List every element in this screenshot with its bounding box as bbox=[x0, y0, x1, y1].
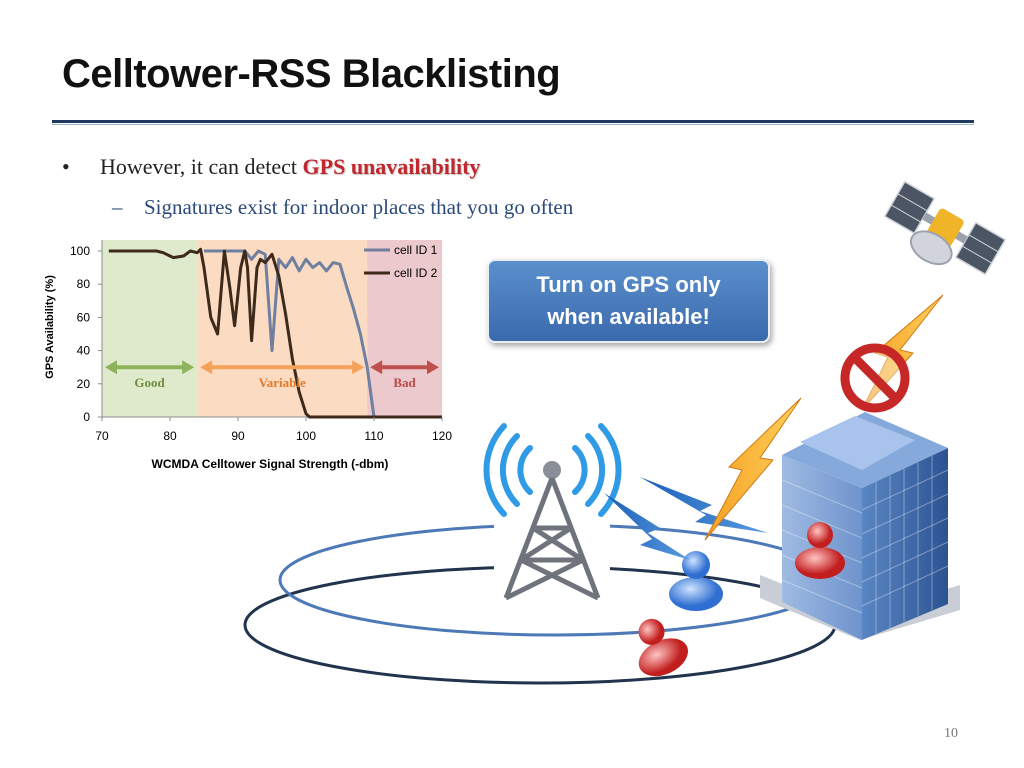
chart-legend: cell ID 1 cell ID 2 bbox=[364, 243, 438, 280]
x-tick-label: 120 bbox=[432, 429, 452, 443]
y-tick-label: 40 bbox=[77, 344, 91, 358]
region-label: Bad bbox=[393, 375, 416, 390]
legend-label: cell ID 1 bbox=[394, 243, 438, 257]
region-arrowhead bbox=[427, 360, 439, 375]
chart-series bbox=[108, 247, 442, 419]
region-band-good bbox=[102, 240, 198, 417]
no-signal-icon bbox=[840, 343, 910, 413]
region-arrowhead bbox=[105, 360, 117, 375]
x-axis-label: WCMDA Celltower Signal Strength (-dbm) bbox=[152, 457, 389, 471]
region-band-bad bbox=[367, 240, 442, 417]
region-label: Variable bbox=[259, 375, 306, 390]
bullet-text: However, it can detect bbox=[100, 154, 303, 179]
page-number: 10 bbox=[944, 726, 958, 741]
x-tick-label: 70 bbox=[95, 429, 109, 443]
x-tick-label: 110 bbox=[364, 429, 383, 443]
title-divider-shadow bbox=[52, 124, 974, 125]
region-arrows: Good Variable Bad bbox=[105, 360, 439, 390]
x-tick-label: 80 bbox=[163, 429, 177, 443]
satellite-icon bbox=[883, 180, 1007, 276]
sub-bullet-dash: – bbox=[112, 195, 123, 219]
region-band-variable bbox=[197, 240, 368, 417]
x-tick-label: 100 bbox=[296, 429, 316, 443]
user-red-icon bbox=[638, 618, 689, 677]
region-arrowhead bbox=[352, 360, 365, 375]
building-icon bbox=[760, 412, 960, 640]
cell-tower-icon bbox=[483, 420, 622, 610]
gps-callout-box: Turn on GPS only when available! bbox=[487, 259, 770, 343]
series-line-2 bbox=[108, 247, 442, 419]
user-blue-icon bbox=[669, 551, 723, 611]
y-tick-label: 60 bbox=[77, 310, 91, 324]
bullet-item: • However, it can detect GPS unavailabili… bbox=[62, 154, 480, 180]
y-tick-label: 80 bbox=[77, 277, 91, 291]
coverage-ring-inner bbox=[278, 523, 832, 637]
user-red-icon bbox=[795, 522, 845, 579]
chart-regions bbox=[102, 240, 442, 417]
callout-line-2: when available! bbox=[547, 304, 710, 329]
y-axis-label: GPS Availability (%) bbox=[44, 275, 56, 379]
chart-ticks: 70 80 90 100 110 120 0 20 40 60 80 100 bbox=[70, 244, 452, 443]
region-arrowhead bbox=[370, 360, 383, 375]
cell-signal-bolt-icon bbox=[604, 477, 768, 560]
region-label: Good bbox=[134, 375, 165, 390]
callout-line-1: Turn on GPS only bbox=[536, 272, 721, 297]
gps-availability-chart: Good Variable Bad 70 80 90 100 110 120 0 20 40 60 80… bbox=[44, 240, 452, 471]
legend-label: cell ID 2 bbox=[394, 266, 438, 280]
series-line-1 bbox=[204, 249, 442, 419]
coverage-ring-outer bbox=[243, 565, 837, 685]
bullet-dot: • bbox=[62, 154, 70, 179]
region-arrowhead bbox=[182, 360, 195, 375]
y-tick-label: 0 bbox=[83, 410, 90, 424]
sub-bullet-text: Signatures exist for indoor places that … bbox=[144, 195, 574, 219]
region-arrowhead bbox=[200, 360, 213, 375]
title-divider bbox=[52, 120, 974, 123]
slide-title: Celltower-RSS Blacklisting bbox=[62, 52, 561, 96]
y-tick-label: 100 bbox=[70, 244, 90, 258]
bullet-highlight: GPS unavailability bbox=[302, 154, 481, 179]
sub-bullet-item: –Signatures exist for indoor places that… bbox=[112, 195, 573, 220]
y-tick-label: 20 bbox=[77, 377, 91, 391]
x-tick-label: 90 bbox=[231, 429, 245, 443]
